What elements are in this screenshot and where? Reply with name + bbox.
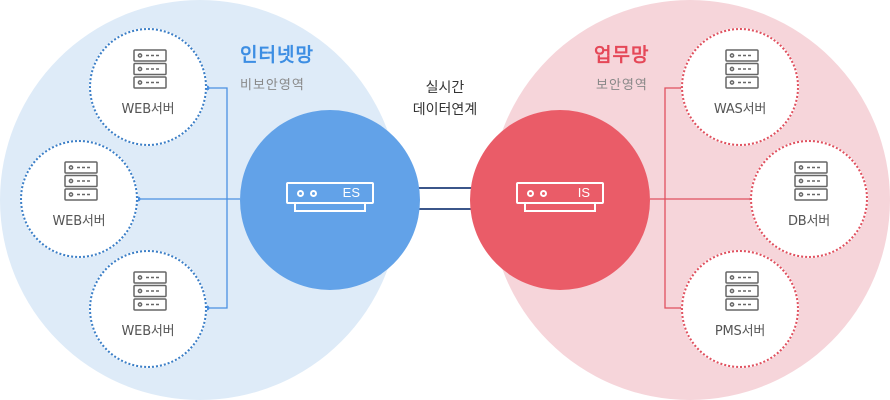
db-server-node: DB서버	[750, 140, 868, 258]
server-label: WEB서버	[52, 214, 106, 229]
was-server-node: WAS서버	[681, 28, 799, 146]
is-label: IS	[577, 185, 590, 200]
status-led-icon	[297, 190, 304, 197]
sync-caption: 실시간 데이터연계	[385, 77, 505, 121]
gateway-base	[524, 204, 596, 212]
server-label: DB서버	[787, 214, 831, 229]
web-server-node-2: WEB서버	[20, 140, 138, 258]
server-label: WEB서버	[121, 102, 175, 117]
internet-zone-subtitle: 비보안영역	[240, 78, 305, 93]
internet-wiring	[138, 87, 240, 309]
status-led-icon	[540, 190, 547, 197]
business-zone-subtitle: 보안영역	[596, 78, 648, 93]
server-rack-icon	[133, 49, 167, 89]
internet-zone-title: 인터넷망	[240, 44, 314, 66]
status-led-icon	[310, 190, 317, 197]
business-wiring	[650, 87, 752, 309]
gateway-appliance-icon: IS	[516, 182, 604, 204]
server-rack-icon	[725, 271, 759, 311]
pms-server-node: PMS서버	[681, 250, 799, 368]
status-led-icon	[527, 190, 534, 197]
is-gateway-node: IS	[470, 110, 650, 290]
sync-caption-line-2: 데이터연계	[412, 102, 478, 118]
server-rack-icon	[133, 271, 167, 311]
web-server-node-1: WEB서버	[89, 28, 207, 146]
sync-caption-line-1: 실시간	[425, 80, 465, 96]
server-rack-icon	[64, 161, 98, 201]
es-label: ES	[342, 185, 360, 200]
server-label: PMS서버	[714, 324, 766, 339]
server-label: WEB서버	[121, 324, 175, 339]
es-gateway-node: ES	[240, 110, 420, 290]
gateway-appliance-icon: ES	[286, 182, 374, 204]
web-server-node-3: WEB서버	[89, 250, 207, 368]
server-rack-icon	[794, 161, 828, 201]
server-rack-icon	[725, 49, 759, 89]
server-label: WAS서버	[713, 102, 767, 117]
business-zone-title: 업무망	[594, 44, 650, 66]
gateway-base	[294, 204, 366, 212]
